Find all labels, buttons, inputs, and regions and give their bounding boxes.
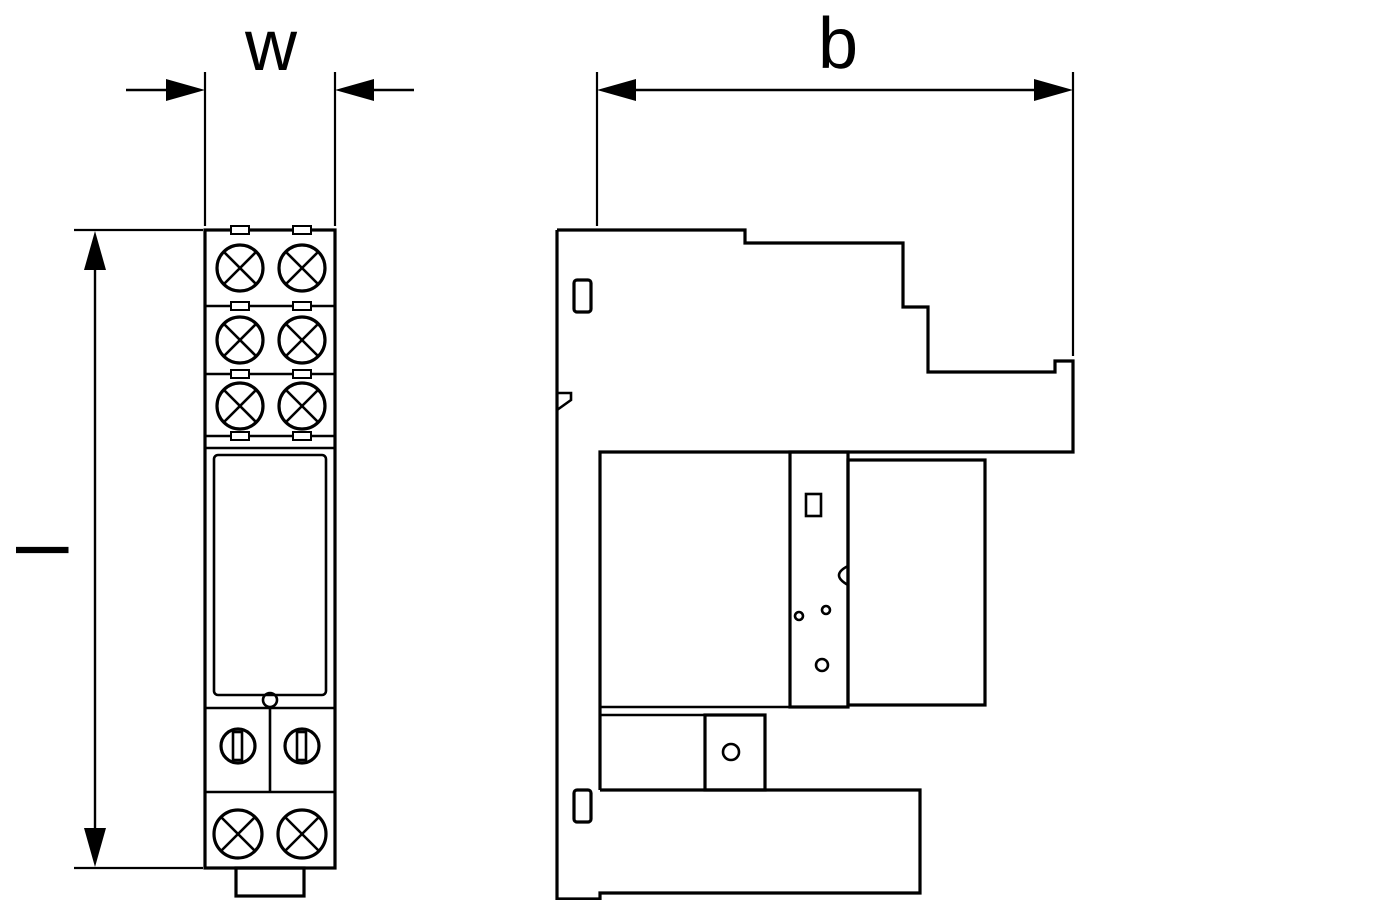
plate-pin-hole bbox=[793, 610, 805, 622]
wire-slot bbox=[230, 225, 250, 235]
screw-cross bbox=[223, 323, 257, 357]
terminal-screw bbox=[215, 381, 265, 431]
wire-slot bbox=[230, 431, 250, 441]
bracket-hole bbox=[721, 742, 741, 762]
screw-cross bbox=[223, 251, 257, 285]
wire-slot bbox=[230, 369, 250, 379]
terminal-screw bbox=[212, 808, 264, 860]
screw-cross bbox=[285, 323, 319, 357]
wire-slot bbox=[292, 225, 312, 235]
screw-cross bbox=[285, 389, 319, 423]
arrowhead-left-icon bbox=[597, 79, 636, 101]
side-view bbox=[555, 228, 1075, 900]
side-lower-outline bbox=[555, 230, 922, 900]
relay-body-face bbox=[212, 453, 328, 697]
length-dimension: l bbox=[0, 228, 203, 870]
width-dimension: w bbox=[126, 6, 414, 226]
wire-slot bbox=[292, 301, 312, 311]
depth-label: b bbox=[818, 4, 858, 84]
plate-notch bbox=[837, 564, 849, 587]
screw-cross bbox=[284, 816, 320, 852]
bracket-plate bbox=[703, 713, 767, 792]
screw-cross bbox=[285, 251, 319, 285]
relay-block bbox=[846, 458, 987, 707]
plate-slot bbox=[804, 492, 823, 518]
rail-slot bbox=[572, 278, 593, 314]
fixing-screw bbox=[219, 727, 257, 765]
arrowhead-down-icon bbox=[84, 828, 106, 867]
terminal-screw bbox=[277, 243, 327, 293]
side-upper-outline bbox=[557, 228, 1075, 790]
terminal-screw bbox=[276, 808, 328, 860]
screw-slot bbox=[231, 730, 244, 762]
rail-clip-notch bbox=[556, 391, 573, 412]
terminal-row bbox=[215, 315, 327, 365]
arrowhead-left-icon bbox=[335, 79, 374, 101]
width-label: w bbox=[244, 6, 298, 86]
terminal-row bbox=[215, 243, 327, 293]
arrowhead-right-icon bbox=[166, 79, 205, 101]
wire-slot bbox=[230, 301, 250, 311]
terminal-screw bbox=[277, 315, 327, 365]
wire-slot bbox=[292, 431, 312, 441]
plate-pin-hole bbox=[820, 604, 832, 616]
screw-slot bbox=[295, 730, 308, 762]
arrowhead-right-icon bbox=[1034, 79, 1073, 101]
terminal-screw bbox=[277, 381, 327, 431]
fixing-screw bbox=[283, 727, 321, 765]
front-view bbox=[203, 225, 337, 898]
arrowhead-up-icon bbox=[84, 231, 106, 270]
length-label: l bbox=[0, 542, 80, 558]
terminal-screw bbox=[215, 243, 265, 293]
depth-dimension: b bbox=[595, 4, 1075, 356]
wire-slot bbox=[292, 369, 312, 379]
screw-cross bbox=[223, 389, 257, 423]
plate-pin-hole bbox=[814, 657, 830, 673]
rail-slot bbox=[572, 788, 593, 824]
terminal-screw bbox=[215, 315, 265, 365]
mounting-tab bbox=[234, 866, 306, 898]
screw-cross bbox=[220, 816, 256, 852]
terminal-row bbox=[215, 381, 327, 431]
